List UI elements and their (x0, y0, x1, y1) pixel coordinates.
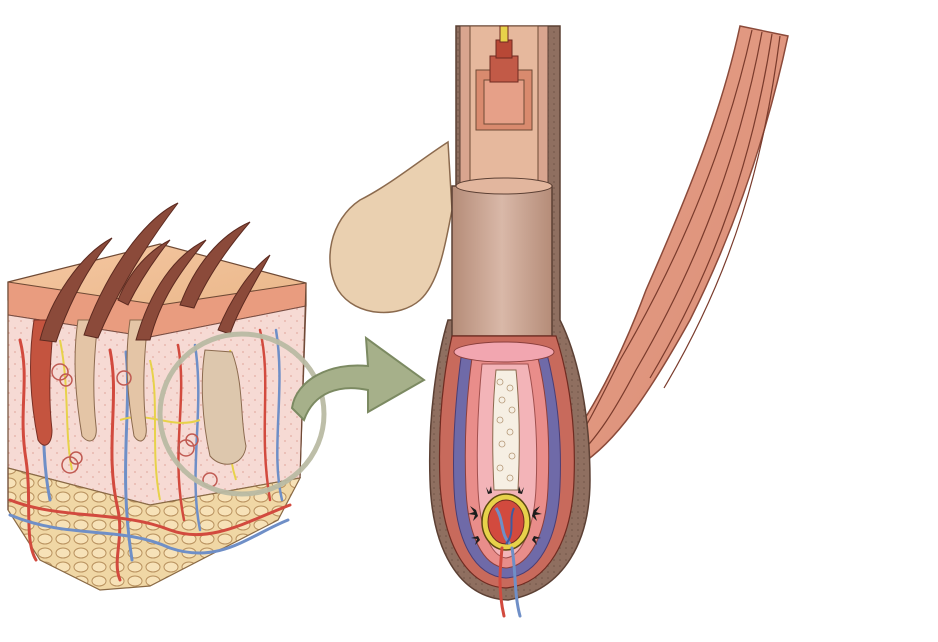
magnifier-circle-icon (157, 331, 327, 497)
medulla (492, 369, 520, 491)
sebaceous-gland (329, 140, 453, 314)
skin-follicles (30, 319, 247, 465)
melanocytes (468, 486, 542, 545)
skin-hairs (39, 202, 271, 343)
inner-root-sheath-upper (451, 185, 553, 337)
bulb-top-band (453, 341, 555, 363)
arrector-pili-muscle (561, 25, 789, 472)
subcutaneous-fat-layer (7, 467, 302, 591)
arrow-icon (290, 335, 426, 422)
medulla-cells (496, 378, 516, 482)
skin-block-icon (7, 202, 307, 591)
sweat-glands (51, 363, 218, 488)
bulb-blood-vessels (498, 546, 522, 618)
muscle-fibers (567, 29, 781, 463)
hair-follicle-icon (329, 25, 789, 618)
hair-shaft-cross-section (455, 25, 553, 195)
